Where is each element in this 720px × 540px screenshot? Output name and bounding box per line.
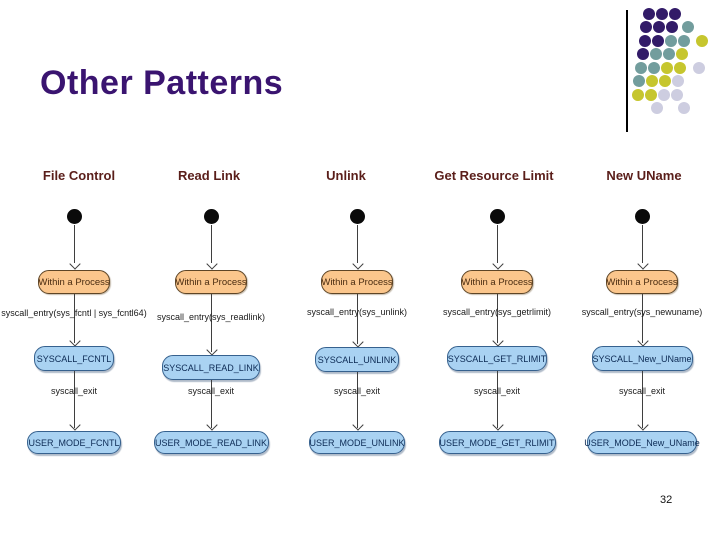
transition-arrow-line [642, 371, 643, 428]
page-title: Other Patterns [40, 64, 284, 102]
state-syscall: SYSCALL_UNLINK [315, 347, 399, 372]
arrowhead-icon [68, 335, 81, 347]
decorative-dot [651, 102, 663, 114]
syscall-exit-label: syscall_exit [473, 386, 521, 396]
decorative-dot [661, 62, 673, 74]
state-within-process: Within a Process [321, 270, 393, 294]
state-user-mode: USER_MODE_READ_LINK [153, 431, 269, 454]
arrowhead-icon [68, 419, 81, 431]
transition-arrow-line [211, 225, 212, 263]
state-user-mode: USER_MODE_GET_RLIMIT [438, 431, 556, 454]
syscall-entry-label: syscall_entry(sys_newuname) [581, 307, 703, 317]
transition-arrow-line [497, 225, 498, 263]
state-syscall: SYSCALL_FCNTL [34, 346, 114, 371]
decorative-dot [665, 35, 677, 47]
arrowhead-icon [636, 419, 649, 431]
arrowhead-icon [351, 336, 364, 348]
decorative-dot [678, 35, 690, 47]
transition-arrow-line [74, 225, 75, 263]
decorative-dot [640, 21, 652, 33]
initial-state-icon [66, 209, 82, 224]
decorative-dot [663, 48, 675, 60]
decorative-dot [696, 35, 708, 47]
state-within-process: Within a Process [175, 270, 247, 294]
transition-arrow-line [211, 380, 212, 428]
diagram-header: Unlink [326, 168, 366, 183]
syscall-exit-label: syscall_exit [618, 386, 666, 396]
syscall-exit-label: syscall_exit [333, 386, 381, 396]
state-syscall: SYSCALL_READ_LINK [162, 355, 260, 380]
state-user-mode: USER_MODE_UNLINK [309, 431, 405, 454]
decorative-dot [648, 62, 660, 74]
initial-state-icon [203, 209, 219, 224]
arrowhead-icon [205, 344, 218, 356]
syscall-entry-label: syscall_entry(sys_getrlimit) [442, 307, 552, 317]
decorative-dot [645, 89, 657, 101]
transition-arrow-line [497, 294, 498, 343]
syscall-entry-label: syscall_entry(sys_unlink) [306, 307, 408, 317]
decorative-line [626, 10, 628, 132]
arrowhead-icon [491, 258, 504, 270]
diagram-header: Get Resource Limit [434, 168, 554, 183]
arrowhead-icon [205, 419, 218, 431]
state-user-mode: USER_MODE_New_UName [584, 431, 700, 454]
arrowhead-icon [351, 419, 364, 431]
decorative-dot [653, 21, 665, 33]
diagram-header: Read Link [177, 168, 241, 183]
decorative-dot [633, 75, 645, 87]
diagram-header: File Control [42, 168, 116, 183]
decorative-dot [671, 89, 683, 101]
state-within-process: Within a Process [606, 270, 678, 294]
decorative-dot [672, 75, 684, 87]
decorative-dot [674, 62, 686, 74]
state-within-process: Within a Process [38, 270, 110, 294]
decorative-dot [635, 62, 647, 74]
transition-arrow-line [497, 371, 498, 428]
decorative-dot [682, 21, 694, 33]
transition-arrow-line [642, 294, 643, 343]
diagram-header: New UName [606, 168, 682, 183]
arrowhead-icon [491, 419, 504, 431]
state-within-process: Within a Process [461, 270, 533, 294]
arrowhead-icon [68, 258, 81, 270]
transition-arrow-line [74, 371, 75, 428]
transition-arrow-line [74, 294, 75, 343]
decorative-dot [639, 35, 651, 47]
state-syscall: SYSCALL_New_UName [591, 346, 693, 371]
state-syscall: SYSCALL_GET_RLIMIT [447, 346, 547, 371]
transition-arrow-line [642, 225, 643, 263]
decorative-dot [693, 62, 705, 74]
transition-arrow-line [211, 294, 212, 352]
decorative-dot [643, 8, 655, 20]
syscall-entry-label: syscall_entry(sys_readlink) [156, 312, 266, 322]
decorative-dot [666, 21, 678, 33]
decorative-dot [656, 8, 668, 20]
decorative-dot [658, 89, 670, 101]
transition-arrow-line [357, 372, 358, 428]
syscall-exit-label: syscall_exit [187, 386, 235, 396]
arrowhead-icon [491, 335, 504, 347]
transition-arrow-line [357, 225, 358, 263]
arrowhead-icon [351, 258, 364, 270]
page-number: 32 [660, 494, 673, 506]
initial-state-icon [489, 209, 505, 224]
decorative-dot [637, 48, 649, 60]
arrowhead-icon [636, 258, 649, 270]
syscall-exit-label: syscall_exit [50, 386, 98, 396]
decorative-dot [652, 35, 664, 47]
initial-state-icon [634, 209, 650, 224]
decorative-dot [669, 8, 681, 20]
decorative-dot [676, 48, 688, 60]
syscall-entry-label: syscall_entry(sys_fcntl | sys_fcntl64) [1, 308, 147, 318]
arrowhead-icon [205, 258, 218, 270]
decorative-dot [659, 75, 671, 87]
state-user-mode: USER_MODE_FCNTL [27, 431, 121, 454]
decorative-dot [650, 48, 662, 60]
arrowhead-icon [636, 335, 649, 347]
initial-state-icon [349, 209, 365, 224]
decorative-dot [646, 75, 658, 87]
decorative-dot [678, 102, 690, 114]
transition-arrow-line [357, 294, 358, 344]
decorative-dot [632, 89, 644, 101]
